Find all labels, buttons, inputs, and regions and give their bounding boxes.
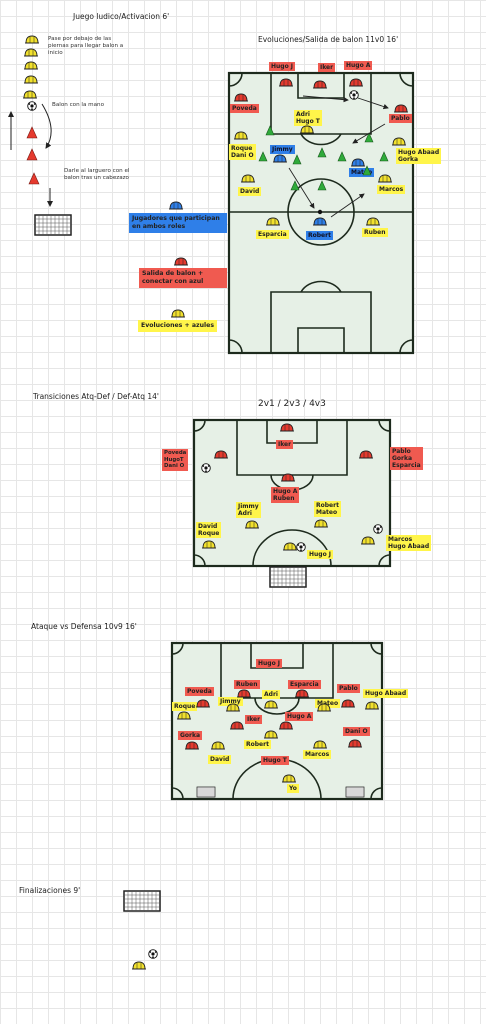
label-hugo-a: Hugo A [344,61,373,70]
label-jimmy: Jimmy [218,697,243,706]
label-pablo: Pablo [337,684,360,693]
legend-blue-cone-icon [168,201,184,210]
label-robert-mateo: Robert Mateo [314,501,341,517]
legend-red-cone-icon [173,257,189,266]
label-iker: Iker [318,63,336,72]
label-robert: Robert [306,231,333,240]
label-right-group: Pablo Gorka Esparcia [390,447,423,470]
label-marcos: Marcos [303,750,332,759]
legend-blue: Jugadores que participan en ambos roles [129,213,227,233]
legend-red: Salida de balon + conectar con azul [139,268,227,288]
label-mateo: Mateo [349,168,375,177]
section3-title: Transiciones Atq-Def / Def-Atq 14' [33,392,159,401]
label-marcos: Marcos [377,185,406,194]
label-mateo: Mateo [315,699,341,708]
label-hugo-j: Hugo J [256,659,283,668]
trans-goal-icon [269,566,307,588]
label-roque: Roque [172,702,198,711]
label-adri-hugo-t: Adri Hugo T [294,110,322,126]
label-roque-dani: Roque Dani O [229,144,256,160]
activation-cones-yellow [22,35,40,99]
label-poveda: Poveda [185,687,214,696]
label-esparcia: Esparcia [288,680,321,689]
final-goal-icon [123,890,161,912]
label-jimmy-adri: Jimmy Adri [236,502,261,518]
label-iker: Iker [245,715,263,724]
label-gorka: Gorka [178,731,203,740]
label-adri: Adri [262,690,280,699]
label-esparcia: Esparcia [256,230,289,239]
label-ruben: Ruben [362,228,388,237]
pass-under-legs-note: Pase por debajo de las piernas para lleg… [48,36,124,56]
label-left-group: Poveda HugoT Dani O [162,449,189,471]
goal-icon [34,214,72,236]
legend-yellow: Evoluciones + azules [138,320,218,332]
label-jimmy: Jimmy [270,145,295,154]
label-hugo-abaad: Hugo Abaad [363,689,409,698]
section5-title: Finalizaciones 9' [19,886,81,895]
ball-icon [27,101,37,111]
label-hugo-t: Hugo T [261,756,289,765]
crossbar-header-note: Darle al larguero con el balon tras un c… [64,168,130,181]
label-iker: Iker [276,440,294,449]
activation-cones-red [26,126,40,185]
legend-yellow-cone-icon [170,309,186,318]
label-dani-o: Dani O [343,727,370,736]
final-ball-icon [148,949,158,959]
section4-title: Ataque vs Defensa 10v9 16' [31,622,137,631]
label-abaad-gorka: Hugo Abaad Gorka [396,148,442,164]
label-poveda: Poveda [230,104,259,113]
label-hugo-a: Hugo A [285,712,314,721]
pitch-ataque-defensa [170,641,384,801]
label-pablo: Pablo [389,114,412,123]
final-yellow-cone-icon [131,961,147,970]
label-hugo-j: Hugo J [269,62,296,71]
label-david-roque: David Roque [196,522,222,538]
section2-title: Evoluciones/Salida de balon 11v0 16' [258,35,399,44]
ball-hand-note: Balon con la mano [52,102,104,108]
section3-subtitle: 2v1 / 2v3 / 4v3 [258,399,326,409]
label-hugo-j: Hugo J [307,550,334,559]
curved-arrow-icon [41,103,52,149]
label-ruben: Ruben [234,680,260,689]
label-yo: Yo [287,784,299,793]
label-marcos-abaad: Marcos Hugo Abaad [386,535,432,551]
label-robert: Robert [244,740,271,749]
label-david: David [238,187,262,196]
label-hugoa-ruben: Hugo A Ruben [271,487,300,503]
section1-title: Juego ludico/Activacion 6' [73,12,170,21]
label-david: David [208,755,232,764]
